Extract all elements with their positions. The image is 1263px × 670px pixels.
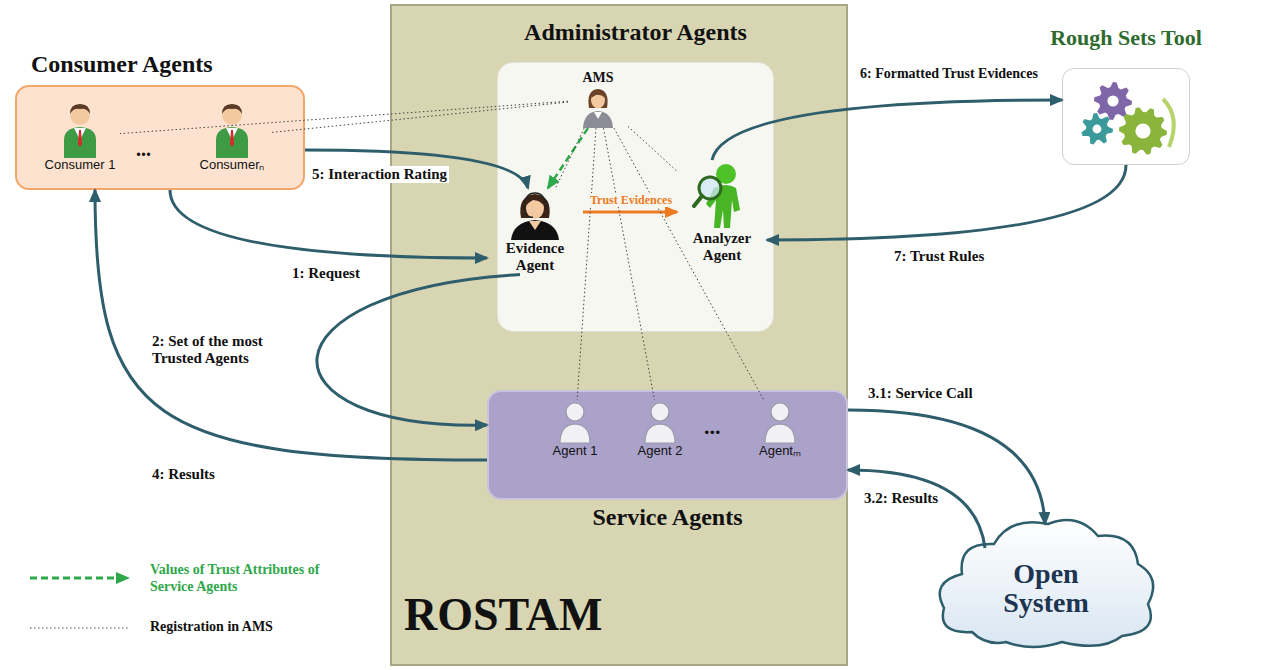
analyzer-agent-node: Analyzer Agent (677, 160, 767, 265)
evidence-agent-node: Evidence Agent (487, 188, 583, 275)
agent-name: Agentₘ (759, 444, 801, 459)
edge-label-holder: 3.1: Service Call (866, 385, 975, 402)
edge-label-holder: 7: Trust Rules (892, 248, 986, 265)
system-panel: ROSTAM Administrator AgentsAMS Evidence Ag… (390, 4, 848, 666)
connector (848, 470, 985, 548)
gear-hole (1135, 123, 1150, 138)
gear-arc (1163, 99, 1174, 147)
edge-label-holder: 3.2: Results (862, 490, 940, 507)
legend-entry: Values of Trust Attributes of Service Ag… (150, 562, 360, 596)
legend-text: Registration in AMS (150, 619, 273, 636)
consumer-node: Consumer 1 (40, 100, 120, 173)
agent-name: Evidence Agent (487, 240, 583, 275)
ams-icon (580, 86, 616, 128)
legend-dashed-line (30, 577, 118, 580)
service-agent-node: Agentₘ (745, 400, 815, 459)
edge-label-holder: Trust Evidences (588, 193, 674, 207)
gear-hole (1107, 95, 1118, 106)
gear (1081, 113, 1113, 145)
legend-dotted-line (30, 628, 130, 629)
legend-arrowhead (116, 572, 130, 584)
evidence-agent-icon (507, 188, 563, 240)
agent-name: AMS (582, 70, 613, 86)
agent-name: Agent 1 (553, 444, 598, 459)
system-name: ROSTAM (404, 588, 603, 641)
edge-label: 4: Results (150, 466, 217, 483)
edge-label: Trust Evidences (588, 193, 674, 207)
group-heading: Consumer Agents (31, 51, 213, 78)
consumer-icon (60, 100, 100, 158)
ellipsis-holder: ... (704, 414, 721, 440)
edge-label: 1: Request (290, 265, 362, 282)
edge-label: 7: Trust Rules (892, 248, 986, 265)
gear-hole (1093, 125, 1102, 134)
legend-text: Values of Trust Attributes of Service Ag… (150, 562, 360, 596)
service-agent-icon (762, 400, 798, 444)
ellipsis-label: ... (704, 414, 721, 440)
edge-label-holder: 4: Results (150, 466, 217, 483)
ams-node: AMS (568, 70, 628, 128)
group-box: Service AgentsAgent 1Agent 2Agentₘ (487, 390, 848, 500)
agent-name: Analyzer Agent (677, 230, 767, 265)
group-heading: Administrator Agents (524, 19, 747, 46)
edge-label-holder: 6: Formatted Trust Evidences (858, 66, 1040, 82)
service-agent-icon (557, 400, 593, 444)
ellipsis-label: ... (136, 138, 151, 161)
edge-label-holder: 2: Set of the most Trusted Agents (150, 333, 294, 367)
agent-name: Consumer 1 (45, 158, 116, 173)
edge-label: 5: Interaction Rating (310, 166, 449, 183)
cloud-label: Open System (981, 559, 1111, 618)
service-agent-node: Agent 1 (540, 400, 610, 459)
edge-label: 6: Formatted Trust Evidences (858, 66, 1040, 82)
group-heading: Service Agents (593, 504, 743, 531)
gears-illustration (1063, 69, 1189, 164)
ellipsis-holder: ... (136, 138, 151, 161)
consumer-node: Consumerₙ (192, 100, 272, 173)
tool-box: Rough Sets Tool (1062, 68, 1190, 165)
agent-name: Consumerₙ (200, 158, 265, 173)
connector (848, 410, 1045, 524)
service-agent-node: Agent 2 (625, 400, 695, 459)
analyzer-agent-icon (692, 160, 752, 230)
edge-label: 2: Set of the most Trusted Agents (150, 333, 294, 367)
gear (1119, 107, 1167, 154)
edge-label-holder: 1: Request (290, 265, 362, 282)
tool-heading: Rough Sets Tool (1050, 25, 1202, 51)
consumer-icon (212, 100, 252, 158)
service-agent-icon (642, 400, 678, 444)
edge-label-holder: 5: Interaction Rating (310, 166, 449, 183)
cloud-node: Open System (932, 512, 1160, 652)
edge-label: 3.1: Service Call (866, 385, 975, 402)
edge-label: 3.2: Results (862, 490, 940, 507)
legend-entry: Registration in AMS (150, 619, 273, 636)
agent-name: Agent 2 (638, 444, 683, 459)
group-box: Consumer AgentsConsumer 1Consumerₙ (15, 85, 305, 190)
